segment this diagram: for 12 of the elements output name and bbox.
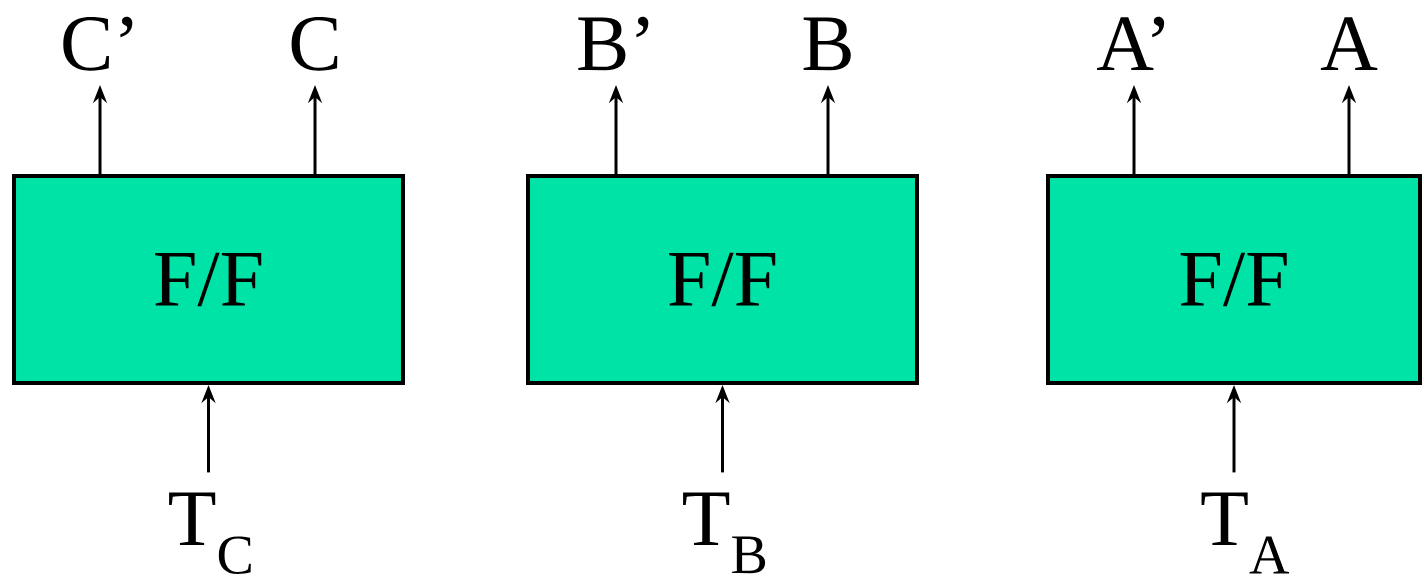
signal-label: B xyxy=(803,17,851,71)
signal-label: A xyxy=(1320,17,1378,70)
signal-label: T$_{A}$ xyxy=(1201,492,1289,574)
signal-label: T$_{B}$ xyxy=(683,492,766,574)
flip-flop-box: F/F xyxy=(12,174,405,385)
signal-label: A’ xyxy=(1097,16,1165,70)
signal-label: C xyxy=(291,17,338,71)
signal-label: B’ xyxy=(578,16,649,71)
signal-label: T$_{C}$ xyxy=(169,492,251,575)
flip-flop-box: F/F xyxy=(1046,174,1422,385)
signal-label: C’ xyxy=(63,16,133,71)
flip-flop-box: F/F xyxy=(526,174,919,385)
